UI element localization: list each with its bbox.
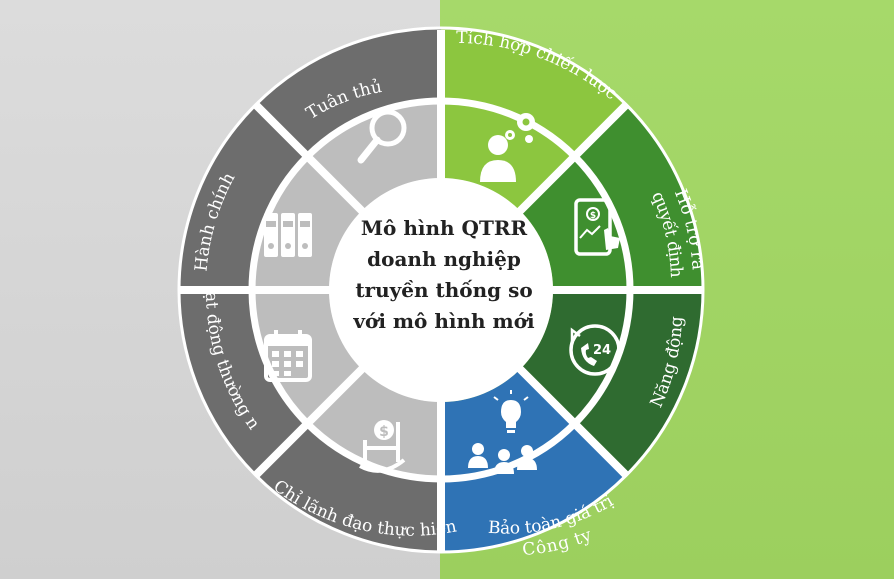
svg-text:24: 24	[593, 343, 611, 358]
center-title: Mô hình QTRR doanh nghiệp truyền thống s…	[337, 213, 551, 337]
center-title-line-3: truyền thống so	[355, 278, 533, 302]
team-idea-icon	[468, 390, 537, 474]
clock-24-icon: 24	[569, 324, 621, 376]
segment-inner	[251, 290, 362, 424]
magnifier-icon	[357, 109, 407, 164]
segment-1	[255, 27, 441, 211]
outer-ring-edge	[177, 26, 705, 554]
segment-outer	[255, 27, 441, 157]
segment-6	[520, 290, 703, 476]
center-title-line-2: doanh nghiệp	[367, 247, 521, 271]
segment-3	[179, 290, 362, 476]
segment-outer	[255, 423, 441, 552]
segment-outer	[179, 290, 308, 476]
svg-text:$: $	[379, 424, 389, 440]
segments-layer	[179, 27, 703, 552]
center-title-line-4: với mô hình mới	[353, 309, 535, 333]
segment-inner	[307, 369, 441, 479]
calendar-icon	[264, 330, 312, 382]
segment-inner	[520, 290, 630, 424]
binders-icon	[264, 213, 312, 257]
segment-4	[255, 369, 441, 552]
segment-outer	[179, 104, 308, 290]
center-circle	[329, 178, 553, 402]
segment-outer	[574, 104, 703, 290]
segment-outer	[441, 28, 627, 157]
rocking-chair-dollar-icon: $	[359, 420, 406, 473]
center-title-line-1: Mô hình QTRR	[360, 216, 528, 240]
person-gears-icon	[480, 113, 535, 182]
svg-text:$: $	[590, 211, 596, 221]
ring-gap	[248, 97, 634, 483]
segment-outer	[441, 423, 627, 552]
segment-inner	[441, 101, 575, 211]
segment-8	[441, 28, 627, 211]
segment-inner	[307, 101, 441, 211]
tablet-touch-icon: $	[574, 198, 620, 256]
segment-outer	[574, 290, 703, 476]
